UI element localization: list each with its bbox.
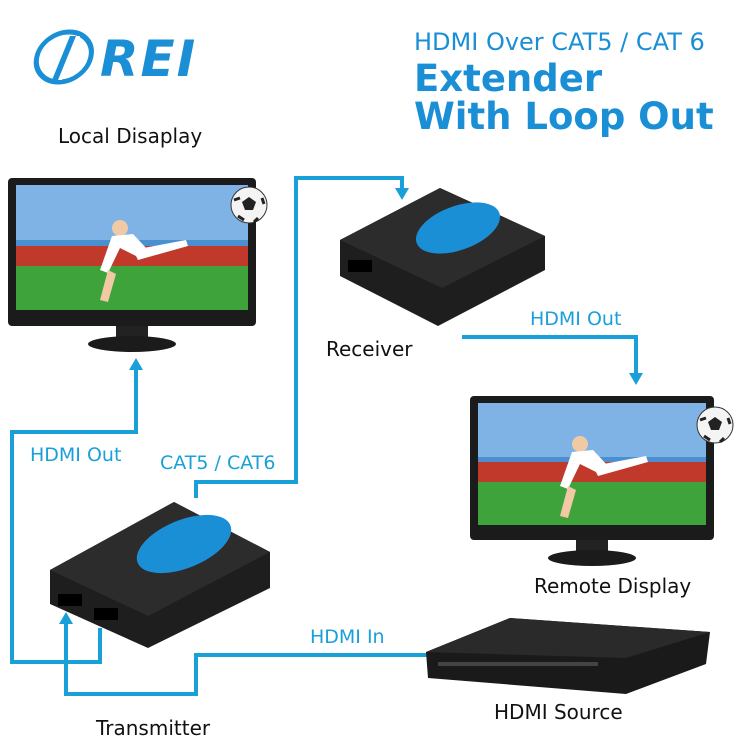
hdmi-out-local-line (10, 368, 138, 664)
label-cat-cable: CAT5 / CAT6 (160, 452, 276, 474)
brand-logo: REI (30, 28, 260, 88)
label-hdmi-out-left: HDMI Out (30, 444, 122, 466)
title-line-3: With Loop Out (414, 95, 714, 138)
title-line-1: HDMI Over CAT5 / CAT 6 (414, 28, 705, 56)
arrow-to-receiver (395, 188, 409, 200)
label-hdmi-source: HDMI Source (494, 700, 623, 724)
transmitter-device (44, 492, 274, 652)
hdmi-out-remote-line (462, 335, 638, 375)
blu-ray-player (426, 612, 712, 696)
label-remote-display: Remote Display (534, 574, 692, 598)
label-hdmi-out-right: HDMI Out (530, 308, 622, 330)
soccer-ball-icon (696, 406, 734, 444)
label-hdmi-in: HDMI In (310, 626, 385, 648)
rei-logo-graphic (33, 29, 94, 85)
local-display (8, 178, 268, 358)
arrow-to-remote-display (629, 373, 643, 385)
soccer-ball-icon (230, 186, 268, 224)
label-transmitter: Transmitter (96, 716, 211, 740)
title-line-2: Extender (414, 57, 603, 100)
remote-display (470, 396, 742, 568)
arrow-to-transmitter (59, 612, 73, 624)
cat-cable-line (194, 176, 404, 498)
brand-name: REI (100, 30, 198, 88)
arrow-to-local-display (129, 358, 143, 370)
label-local-display: Local Disaplay (58, 124, 203, 148)
label-receiver: Receiver (326, 337, 413, 361)
receiver-device (330, 178, 550, 328)
hdmi-in-line (64, 622, 428, 696)
